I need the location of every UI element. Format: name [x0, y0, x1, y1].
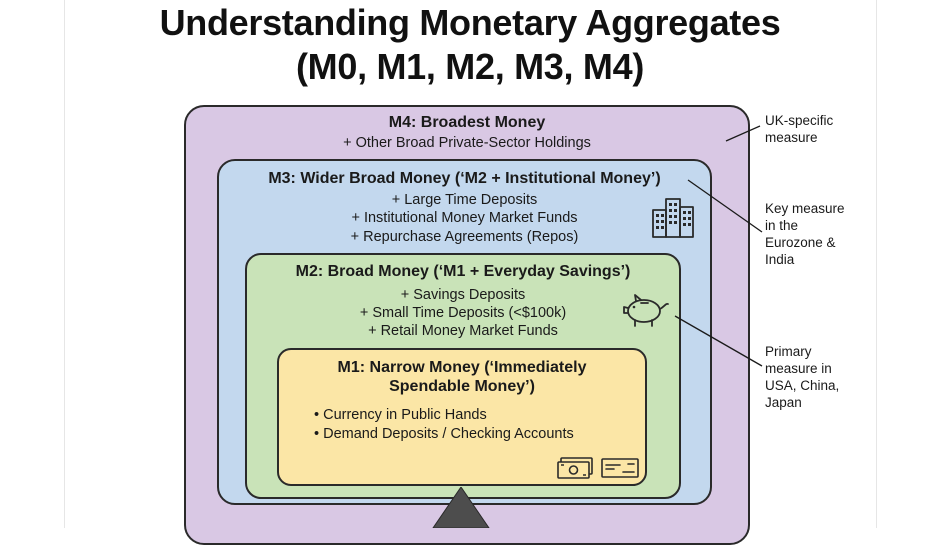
m3-item: + Institutional Money Market Funds: [351, 210, 578, 226]
building-icon: [652, 198, 694, 238]
m1-heading-line1: M1: Narrow Money (‘Immediately: [337, 359, 587, 376]
m3-item: + Repurchase Agreements (Repos): [350, 229, 579, 245]
page-edge-right: [876, 0, 877, 528]
pyramid-apex: [432, 487, 490, 528]
note-uk: UK-specific measure: [765, 113, 834, 145]
m1-heading-line2: Spendable Money’): [389, 378, 535, 395]
piggy-bank-icon: [623, 294, 669, 327]
check-icon: [601, 458, 639, 478]
m2-item: + Retail Money Market Funds: [368, 323, 558, 339]
m4-item: + Other Broad Private-Sector Holdings: [343, 135, 591, 151]
m1-item: • Demand Deposits / Checking Accounts: [314, 426, 574, 442]
page-subtitle: (M0, M1, M2, M3, M4): [295, 46, 645, 87]
page-edge-left: [64, 0, 65, 528]
m3-heading: M3: Wider Broad Money (‘M2 + Institution…: [268, 170, 661, 187]
leader-lines: [674, 125, 763, 367]
m3-item: + Large Time Deposits: [391, 192, 538, 208]
page-title: Understanding Monetary Aggregates: [159, 2, 781, 43]
note-usa: Primary measure in USA, China, Japan: [765, 344, 840, 410]
m2-heading: M2: Broad Money (‘M1 + Everyday Savings’…: [295, 263, 631, 280]
note-eurozone: Key measure in the Eurozone & India: [765, 201, 845, 267]
m2-item: + Small Time Deposits (<$100k): [359, 305, 567, 321]
cash-icon: [557, 457, 593, 479]
m2-item: + Savings Deposits: [400, 287, 526, 303]
m4-heading: M4: Broadest Money: [388, 114, 546, 131]
m1-item: • Currency in Public Hands: [314, 407, 487, 423]
